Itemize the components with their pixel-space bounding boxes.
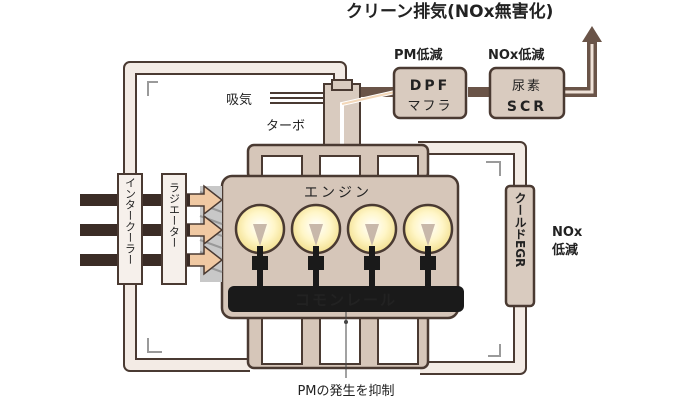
cooled-egr: クールドEGR [504, 184, 536, 308]
dpf-label-1: DPF [410, 78, 450, 94]
dpf-muffler: DPF マフラ [392, 66, 468, 120]
nox-right-label-1: NOx [552, 225, 583, 240]
turbo-label: ターボ [266, 119, 305, 134]
intercooler: インタークーラー [117, 173, 143, 285]
dpf-label-2: マフラ [407, 99, 452, 114]
common-rail-label: コモンレール [295, 291, 397, 309]
urea-scr: 尿素 SCR [488, 66, 566, 120]
engine-bottom-manifold [246, 310, 430, 370]
injector-glow-icon [290, 203, 342, 286]
title: クリーン排気(NOx無害化) [346, 1, 553, 22]
scr-label-1: 尿素 [512, 79, 542, 94]
cooling-arrows [185, 184, 224, 276]
intake-loop-pipe [123, 61, 347, 372]
pm-reduction-label: PM低減 [394, 47, 442, 63]
cooled-egr-label: クールドEGR [513, 192, 527, 268]
pm-pointer-dot [344, 320, 348, 324]
nox-right-label-2: 低減 [551, 242, 578, 258]
injectors [234, 203, 454, 286]
pm-suppression-label: PMの発生を抑制 [297, 384, 394, 399]
intake-label: 吸気 [226, 92, 252, 108]
engine-top-manifold [246, 143, 430, 181]
radiator-label: ラジエーター [168, 182, 181, 248]
nox-reduction-top-label: NOx低減 [488, 47, 544, 63]
radiator: ラジエーター [161, 173, 187, 285]
scr-label-2: SCR [507, 99, 547, 115]
exhaust-arrow-icon [582, 26, 602, 42]
intake-arrow [270, 92, 328, 104]
flow-arrow-icon [147, 338, 162, 353]
flow-arrow-icon [488, 344, 501, 357]
flow-arrow-icon [486, 161, 501, 176]
intercooler-label: インタークーラー [124, 177, 137, 265]
injector-glow-icon [234, 203, 286, 286]
flow-arrow-icon [147, 81, 158, 96]
injector-glow-icon [402, 203, 454, 286]
injector-glow-icon [346, 203, 398, 286]
common-rail: コモンレール [228, 286, 464, 312]
engine-label: エンジン [304, 185, 372, 201]
